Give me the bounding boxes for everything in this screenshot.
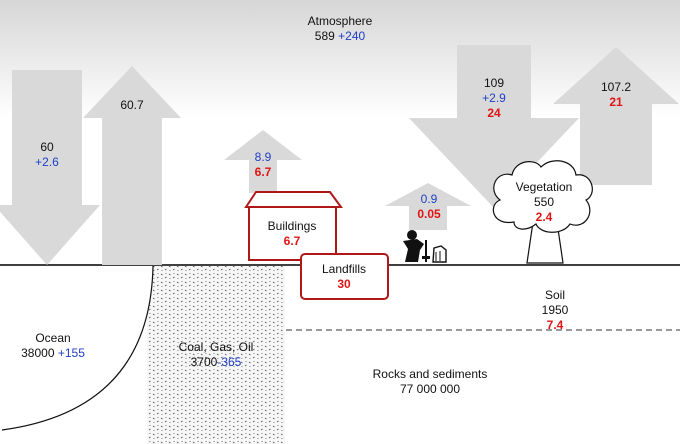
buildings-labels: Buildings 6.7 [252,219,332,249]
buildings-flux-human: 6.7 [254,165,272,179]
respiration-labels: 107.2 21 [590,80,642,110]
ocean-release-labels: 60.7 [110,98,154,113]
harvest-flux-value: 0.9 [420,192,438,206]
respiration-human: 21 [609,95,623,109]
atmosphere-stock: 589 [314,29,335,43]
atmosphere-change: +240 [338,29,366,43]
fossil-labels: Coal, Gas, Oil 3700-365 [166,340,266,370]
ocean-labels: Ocean 38000 +155 [6,331,100,361]
respiration-value: 107.2 [600,80,632,94]
vegetation-label: Vegetation [515,180,573,194]
rocks-labels: Rocks and sediments 77 000 000 [355,367,505,397]
ocean-release-value: 60.7 [120,98,144,112]
atmosphere-label: Atmosphere [307,14,373,28]
soil-labels: Soil 1950 7.4 [525,288,585,333]
landfills-stock: 30 [337,277,351,291]
vegetation-stock: 550 [533,195,555,209]
fossil-label: Coal, Gas, Oil [178,340,254,354]
fossil-change: -365 [217,355,242,369]
rocks-label: Rocks and sediments [372,367,488,381]
buildings-emission-arrow [224,130,302,193]
photosynthesis-human: 24 [487,106,501,120]
worker-icon [403,230,447,263]
photosynthesis-arrow [409,45,579,208]
landfill-box [300,253,389,300]
photosynthesis-change: +2.9 [482,91,506,105]
tree-icon [492,160,593,264]
soil-label: Soil [544,288,565,302]
buildings-flux-value: 8.9 [254,150,272,164]
photosynthesis-labels: 109 +2.9 24 [468,76,520,121]
vegetation-labels: Vegetation 550 2.4 [504,180,584,225]
soil-stock: 1950 [541,303,569,317]
ocean-uptake-value: 60 [40,140,54,154]
landfills-label: Landfills [321,262,367,276]
ocean-uptake-change: +2.6 [35,155,59,169]
building-icon [244,191,343,261]
rocks-stock: 77 000 000 [399,382,461,396]
ocean-region [2,266,153,430]
ocean-uptake-labels: 60 +2.6 [25,140,69,170]
fossil-fuel-region [147,266,285,444]
ocean-release-arrow [83,66,181,265]
ocean-label: Ocean [35,331,71,345]
buildings-stock: 6.7 [283,234,301,248]
vegetation-human: 2.4 [535,210,553,224]
respiration-arrow [553,47,679,185]
soil-human: 7.4 [546,318,564,332]
buildings-flux-labels: 8.9 6.7 [241,150,285,180]
photosynthesis-value: 109 [483,76,505,90]
ocean-boundary [1,265,154,431]
ocean-uptake-arrow [0,70,100,265]
ocean-stock: 38000 [21,346,55,360]
atmosphere-box: Atmosphere 589 +240 [296,14,384,44]
harvest-emission-arrow [385,183,471,230]
buildings-label: Buildings [267,219,317,233]
harvest-flux-labels: 0.9 0.05 [407,192,451,222]
harvest-flux-human: 0.05 [417,207,441,221]
landfills-labels: Landfills 30 [304,262,384,292]
ocean-change: +155 [57,346,85,360]
fossil-stock: 3700 [190,355,218,369]
